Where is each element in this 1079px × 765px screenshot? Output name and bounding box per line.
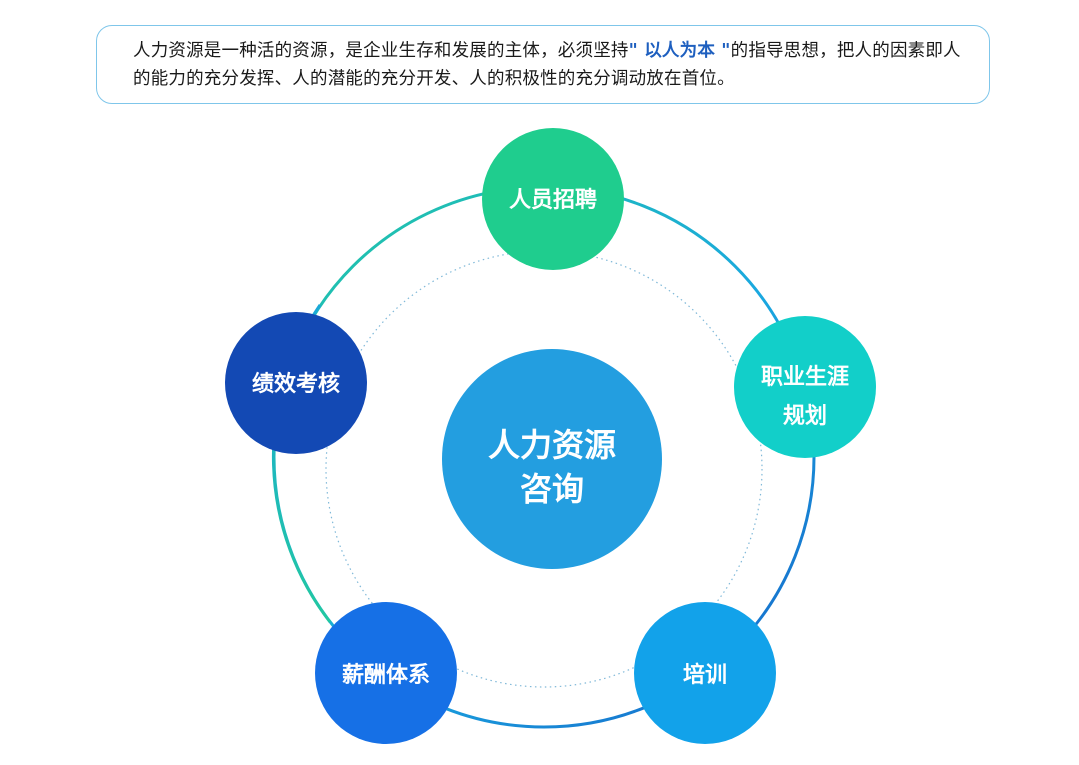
- node-recruitment: 人员招聘: [482, 128, 624, 270]
- training-label: 培训: [683, 662, 727, 688]
- node-compensation: 薪酬体系: [315, 602, 457, 744]
- performance-circle: [225, 312, 367, 454]
- career-circle: [734, 316, 876, 458]
- career-label-line2: 规划: [783, 404, 827, 429]
- intro-emphasis: " 以人为本 ": [628, 41, 731, 61]
- node-career-planning: 职业生涯 规划: [734, 316, 876, 458]
- inner-dotted-ring: [325, 250, 763, 688]
- compensation-label: 薪酬体系: [342, 662, 430, 688]
- node-performance: 绩效考核: [225, 312, 367, 454]
- performance-label: 绩效考核: [252, 371, 340, 397]
- center-label-line2: 咨询: [520, 470, 584, 508]
- center-node: 人力资源 咨询: [442, 349, 662, 569]
- training-circle: [634, 602, 776, 744]
- center-circle: [442, 349, 662, 569]
- center-label-line1: 人力资源: [488, 426, 616, 464]
- intro-text-box: 人力资源是一种活的资源，是企业生存和发展的主体，必须坚持" 以人为本 "的指导思…: [96, 25, 990, 104]
- career-label-line1: 职业生涯: [761, 365, 849, 390]
- intro-text-end: 的指导思想，把人的因素即人的能力的充分发挥、人的潜能的充分开发、人的积极性的充分…: [133, 41, 961, 89]
- recruitment-label: 人员招聘: [509, 188, 597, 213]
- compensation-circle: [315, 602, 457, 744]
- intro-text-start: 人力资源是一种活的资源，是企业生存和发展的主体，必须坚持: [133, 41, 629, 61]
- node-training: 培训: [634, 602, 776, 744]
- recruitment-circle: [482, 128, 624, 270]
